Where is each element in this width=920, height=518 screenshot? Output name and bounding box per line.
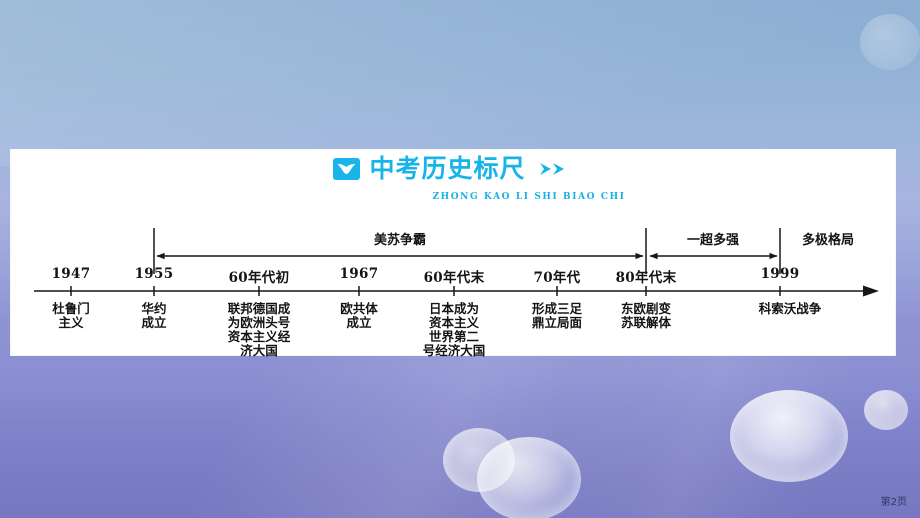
timeline-event-0: 杜鲁门主义 xyxy=(52,301,90,331)
decorative-bubble-large xyxy=(477,437,581,518)
content-card: 中考历史标尺 ZHONG KAO LI SHI BIAO CHI xyxy=(11,150,895,358)
brand-subtitle: ZHONG KAO LI SHI BIAO CHI xyxy=(432,192,626,202)
timeline-year-5: 70年代 xyxy=(533,270,581,286)
history-timeline: 美苏争霸 一超多强 多极格局 1947 1955 60年代初 1967 60年代… xyxy=(11,212,895,358)
timeline-year-2: 60年代初 xyxy=(228,270,290,286)
timeline-event-2: 联邦德国成为欧洲头号资本主义经济大国 xyxy=(227,301,291,359)
background-highlight-top xyxy=(0,0,920,166)
era-label-1: 一超多强 xyxy=(686,233,740,248)
brand-row: 中考历史标尺 xyxy=(333,156,572,181)
bird-logo-icon xyxy=(333,157,361,180)
decorative-bubble-top-right xyxy=(860,14,920,70)
decorative-bubble-right xyxy=(730,390,848,482)
era-label-2: 多极格局 xyxy=(801,233,855,248)
timeline-event-5: 形成三足鼎立局面 xyxy=(531,301,582,331)
timeline-year-3: 1967 xyxy=(339,266,379,282)
double-chevron-right-icon xyxy=(539,161,573,177)
page-number: 第2页 xyxy=(880,497,907,508)
timeline-year-6: 80年代末 xyxy=(615,270,677,286)
timeline-event-7: 科索沃战争 xyxy=(758,301,822,316)
brand-header: 中考历史标尺 ZHONG KAO LI SHI BIAO CHI xyxy=(11,156,895,202)
timeline-year-7: 1999 xyxy=(760,266,800,282)
timeline-event-3: 欧共体成立 xyxy=(340,301,378,331)
decorative-bubble-tiny xyxy=(864,390,908,430)
timeline-year-0: 1947 xyxy=(51,266,91,282)
timeline-year-4: 60年代末 xyxy=(423,270,485,286)
timeline-year-1: 1955 xyxy=(134,266,174,282)
timeline-event-6: 东欧剧变苏联解体 xyxy=(620,301,671,331)
timeline-event-4: 日本成为资本主义世界第二号经济大国 xyxy=(422,301,486,359)
timeline-event-1: 华约成立 xyxy=(141,301,167,331)
brand-title: 中考历史标尺 xyxy=(369,154,526,183)
decorative-bubble-small xyxy=(443,428,515,492)
era-label-0: 美苏争霸 xyxy=(373,233,427,248)
